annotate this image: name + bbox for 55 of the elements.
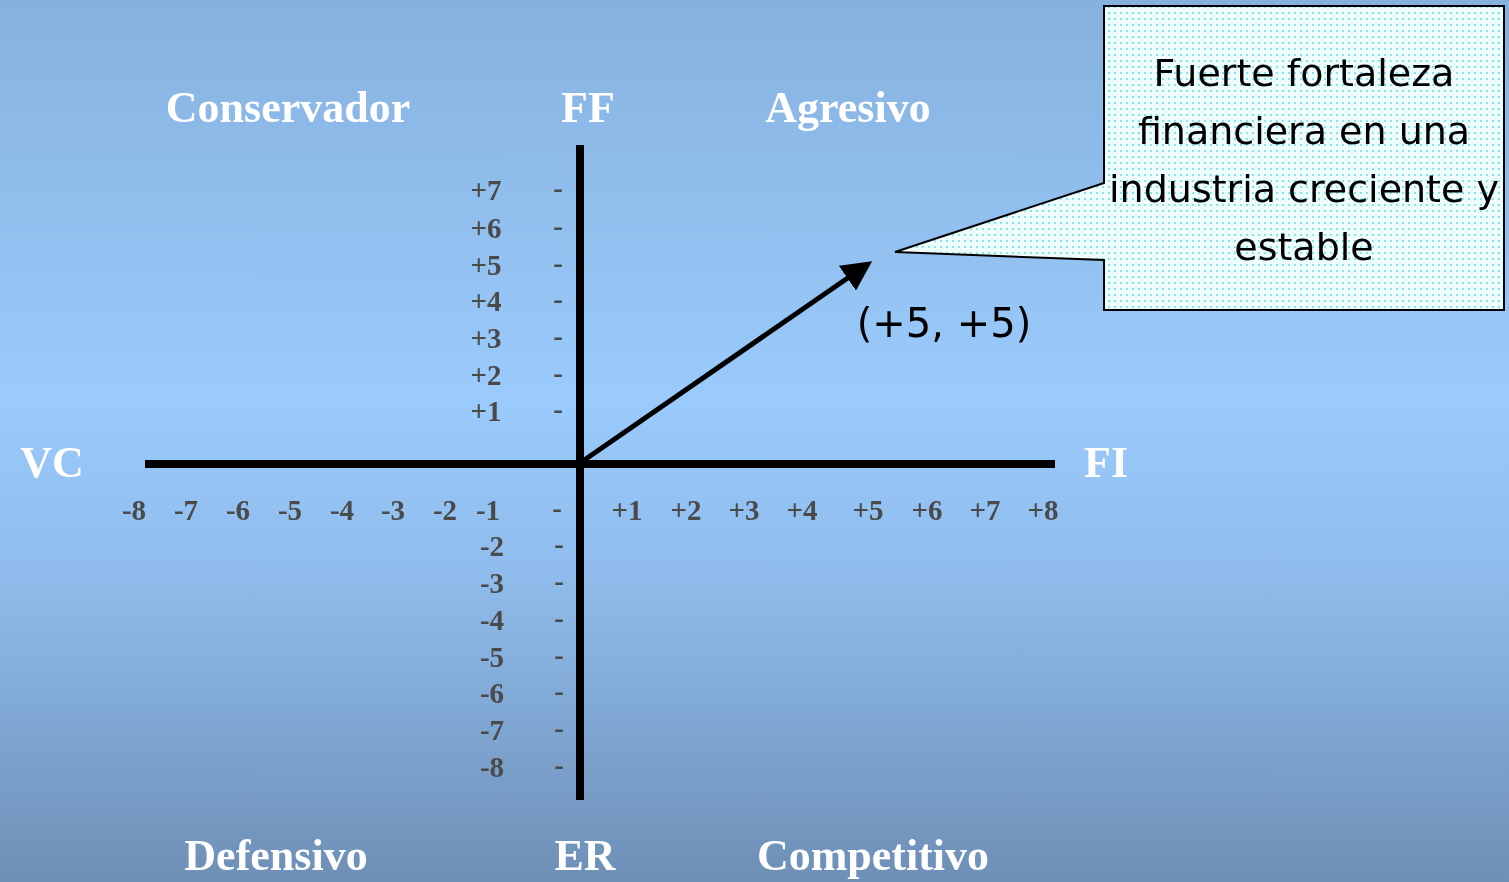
tick-label: +4: [470, 286, 502, 316]
tick-label: -4: [329, 495, 355, 525]
tick-mark: -: [554, 566, 564, 596]
tick-label: +6: [911, 495, 943, 525]
tick-label: +7: [470, 175, 502, 205]
tick-label: +3: [728, 495, 760, 525]
tick-label: -2: [479, 531, 505, 561]
tick-label: +5: [470, 250, 502, 280]
tick-mark: -: [554, 750, 564, 780]
tick-label: +4: [786, 495, 818, 525]
tick-mark: -: [554, 676, 564, 706]
tick-label: -3: [479, 568, 505, 598]
tick-mark: -: [554, 640, 564, 670]
tick-label: +5: [852, 495, 884, 525]
tick-mark: -: [554, 713, 564, 743]
tick-mark: -: [553, 321, 563, 351]
axis-label: FI: [1084, 441, 1128, 485]
tick-label: -8: [479, 752, 505, 782]
axis-label: VC: [20, 441, 84, 485]
tick-mark: -: [553, 284, 563, 314]
tick-mark: -: [553, 173, 563, 203]
quadrant-label: Defensivo: [184, 834, 368, 878]
tick-label: -3: [380, 495, 406, 525]
axis-label: ER: [554, 834, 616, 878]
tick-label: -5: [277, 495, 303, 525]
tick-mark: -: [554, 603, 564, 633]
tick-label: -8: [121, 495, 147, 525]
tick-mark: -: [553, 394, 563, 424]
tick-label: -5: [479, 642, 505, 672]
tick-label: -6: [479, 678, 505, 708]
quadrant-label: Conservador: [165, 86, 411, 130]
quadrant-label: Competitivo: [756, 834, 990, 878]
tick-mark: -: [553, 248, 563, 278]
tick-label: -7: [479, 715, 505, 745]
tick-mark: -: [554, 529, 564, 559]
tick-label: +2: [670, 495, 702, 525]
tick-label: +1: [611, 495, 643, 525]
tick-label: -1: [475, 495, 501, 525]
tick-label: +1: [470, 396, 502, 426]
callout-text: Fuerte fortaleza financiera en una industria creciente y estable: [1108, 50, 1500, 271]
tick-label: -4: [479, 605, 505, 635]
tick-label: -2: [432, 495, 458, 525]
tick-label: +7: [969, 495, 1001, 525]
tick-label: +2: [470, 360, 502, 390]
tick-mark: -: [553, 211, 563, 241]
tick-label: +6: [470, 213, 502, 243]
axis-label: FF: [561, 86, 615, 130]
tick-label: +3: [470, 323, 502, 353]
point-label: (+5, +5): [856, 303, 1032, 343]
tick-label: +8: [1027, 495, 1059, 525]
tick-mark: -: [552, 493, 562, 523]
tick-mark: -: [553, 358, 563, 388]
quadrant-label: Agresivo: [765, 86, 931, 130]
tick-label: -6: [225, 495, 251, 525]
tick-label: -7: [173, 495, 199, 525]
